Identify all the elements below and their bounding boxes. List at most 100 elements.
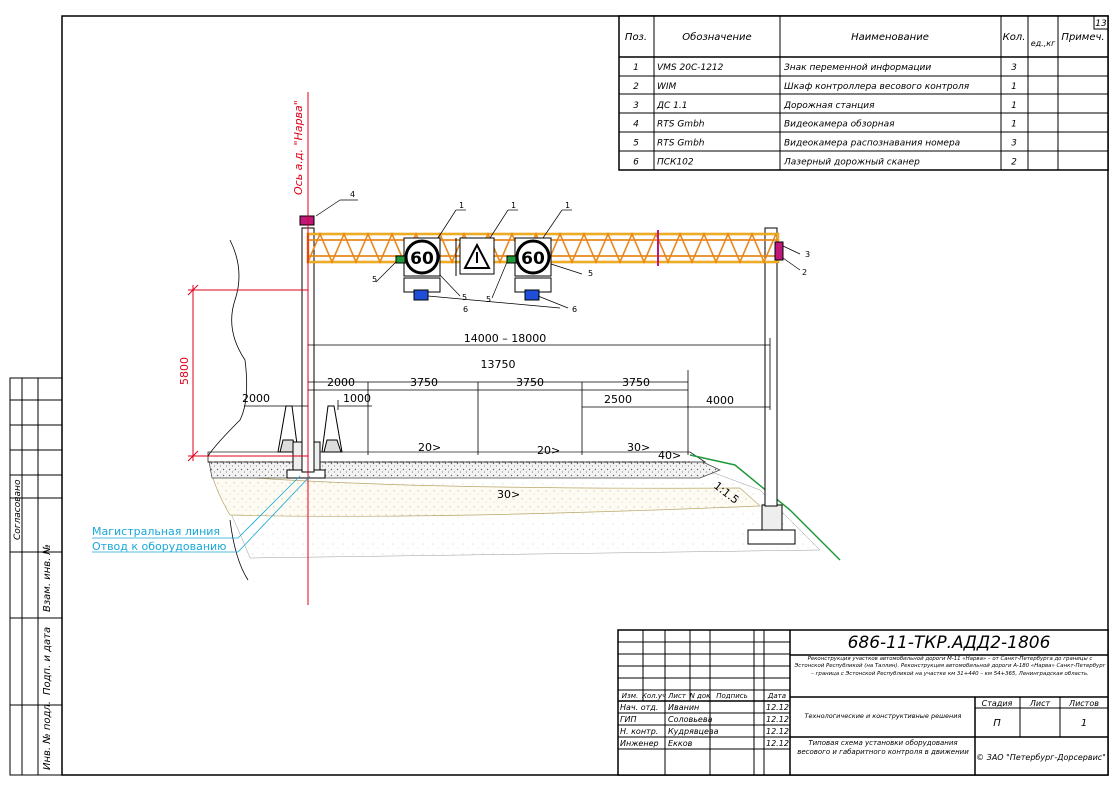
sheet-header: Лист [1029,699,1051,708]
speed-limit-left: 60 [410,249,434,269]
layer-label-4: 40> [658,449,681,462]
sign-role-1: ГИП [620,715,636,724]
sheet-title: Типовая схема установки оборудования вес… [797,739,969,756]
dim-2000-top: 2000 [327,376,355,389]
sign-name-2: Кудрявцева [668,727,719,736]
sign-date-3: 12.12 [766,739,789,748]
stage-value: П [993,718,1001,729]
slope-line [689,454,841,561]
dim-3750-c: 3750 [622,376,650,389]
spec-code-3: ДС 1.1 [656,101,688,111]
spec-qty-1: 3 [1011,63,1017,73]
spec-code-2: WIM [657,82,677,92]
callout-3: 3 [805,250,810,259]
plate-camera-right [506,255,517,264]
right-post [764,227,778,507]
section-box: Технологические и конструктивные решения [804,712,962,720]
spec-pos-5: 5 [633,139,639,149]
sign-header-4: Подпись [716,692,748,700]
spec-qty-5: 3 [1011,139,1017,149]
company-name: © ЗАО "Петербург-Дорсервис" [976,753,1106,762]
callout-leaders [315,199,801,309]
spec-pos-6: 6 [633,157,639,167]
spec-qty-2: 1 [1011,82,1017,92]
layer-label-3: 30> [627,441,650,454]
sheets-value: 1 [1081,718,1087,729]
dim-2500: 2500 [604,393,632,406]
spec-table: 13 Поз. Обозначение Наименование Кол. ед… [618,15,1109,171]
spec-pos-1: 1 [633,63,639,73]
spec-qty-3: 1 [1011,101,1017,111]
height-label: 5800 [178,357,191,385]
callout-6a: 6 [463,305,468,314]
callout-5d: 5 [588,269,593,278]
height-dimension: 5800 [178,284,308,462]
controller-cabinet [774,241,784,261]
sheets-header: Листов [1068,699,1099,708]
spec-name-3: Дорожная станция [783,101,875,111]
layer-label-5: 30> [497,488,520,501]
spec-name-4: Видеокамера обзорная [784,120,895,130]
sign-date-0: 12.12 [766,703,789,712]
asphalt-layer [207,451,707,463]
project-description: Реконструкция участков автомобильной дор… [794,656,1106,677]
sign-role-0: Нач. отд. [620,703,658,712]
sign-right: 60 [506,237,552,301]
speed-limit-right: 60 [521,249,545,269]
spec-qty-4: 1 [1011,120,1017,130]
spec-name-1: Знак переменной информации [784,63,931,73]
spec-name-2: Шкаф контроллера весового контроля [784,82,970,92]
sign-date-1: 12.12 [766,715,789,724]
road-section: 20> 20> 30> 40> 30> 1:1.5 [207,239,841,581]
dim-2000-left: 2000 [242,392,270,405]
cable-branch: Отвод к оборудованию [92,540,226,553]
sign-name-0: Иванин [668,703,699,712]
project-description-box: Реконструкция участков автомобильной дор… [794,656,1106,677]
spec-pos-3: 3 [633,101,639,111]
spec-code-5: RTS Gmbh [657,139,705,149]
terrain-left [207,239,248,457]
dim-carriageway: 13750 [481,358,516,371]
sign-left: 60 [395,237,441,301]
spec-name-6: Лазерный дорожный сканер [783,157,920,167]
cable-leaders [92,475,311,553]
spec-code-6: ПСК102 [657,157,694,167]
sign-header-1: Кол.уч [642,692,666,700]
header-pos: Поз. [625,32,647,43]
sign-role-2: Н. контр. [620,727,658,736]
stamp-replace-inv: Взам. инв. № [42,544,53,612]
plate-camera-left [395,255,406,264]
callout-5a: 5 [372,275,377,284]
callout-6b: 6 [572,305,577,314]
callout-5b: 5 [462,293,467,302]
callout-5c: 5 [486,295,491,304]
sign-role-3: Инженер [620,739,659,748]
dim-span: 14000 – 18000 [464,332,546,345]
stamp-agreed: Согласовано [13,479,23,540]
spec-name-5: Видеокамера распознавания номера [784,139,960,149]
sheet-title-box: Типовая схема установки оборудования вес… [797,739,969,756]
spec-code-1: VMS 20С-1212 [657,63,724,73]
left-stamp: Согласовано Взам. инв. № Подп. и дата Ин… [9,377,63,776]
overview-camera [299,215,315,226]
dim-1000: 1000 [343,392,371,405]
doc-code: 686-11-ТКР.АДД2-1806 [848,633,1051,653]
layer-label-2: 20> [537,444,560,457]
callout-2: 2 [802,268,807,277]
stamp-sign-date: Подп. и дата [42,627,53,695]
spec-code-4: RTS Gmbh [657,120,705,130]
stamp-inv-orig: Инв. № подл. [42,701,53,770]
sign-header-5: Дата [767,692,786,700]
spec-pos-2: 2 [633,82,639,92]
dimensions [244,338,771,455]
spec-qty-6: 2 [1011,157,1017,167]
callout-1b: 1 [511,201,516,210]
dim-3750-a: 3750 [410,376,438,389]
section-title: Технологические и конструктивные решения [804,712,962,720]
dim-3750-b: 3750 [516,376,544,389]
sheet-corner-number: 13 [1095,19,1107,29]
header-unit-mass: ед.,кг [1031,39,1056,48]
spec-pos-4: 4 [633,120,639,130]
